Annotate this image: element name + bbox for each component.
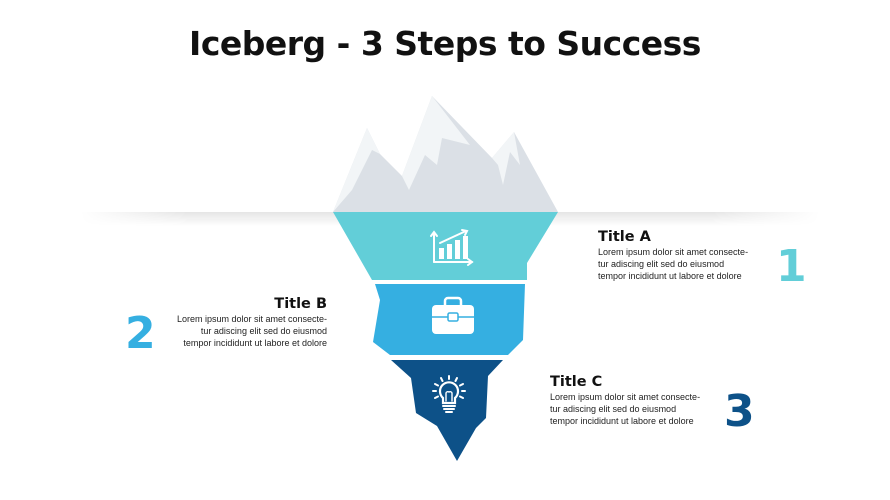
- iceberg-tip: [333, 96, 558, 212]
- step-3-number: 3: [724, 386, 755, 437]
- step-2-description: Lorem ipsum dolor sit amet consecte- tur…: [176, 314, 327, 348]
- step-3-title: Title C: [550, 374, 603, 390]
- bar-chart-growth-icon: [430, 229, 474, 266]
- briefcase-icon: [432, 296, 474, 334]
- step-3-text: Title C Lorem ipsum dolor sit amet conse…: [550, 373, 730, 427]
- step-3-segment: [391, 360, 503, 461]
- step-1-number: 1: [776, 241, 807, 292]
- page-title: Iceberg - 3 Steps to Success: [189, 24, 701, 63]
- step-1-text: Title A Lorem ipsum dolor sit amet conse…: [598, 228, 778, 282]
- step-1-segment: [333, 212, 558, 280]
- lightbulb-icon: [432, 375, 466, 413]
- step-1-description: Lorem ipsum dolor sit amet consecte- tur…: [598, 247, 749, 281]
- step-2-title: Title B: [274, 296, 327, 312]
- step-3-description: Lorem ipsum dolor sit amet consecte- tur…: [550, 392, 701, 426]
- step-2-text: Title B Lorem ipsum dolor sit amet conse…: [148, 295, 327, 349]
- step-1-title: Title A: [598, 229, 651, 245]
- step-2-number: 2: [125, 308, 156, 359]
